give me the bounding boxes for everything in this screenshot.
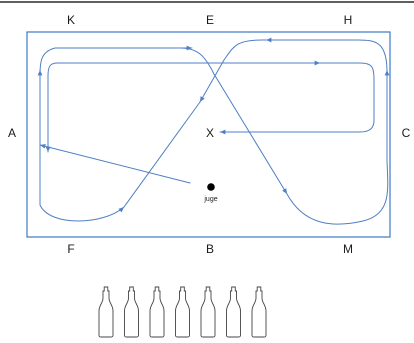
bottle bbox=[200, 286, 216, 338]
path-inner-loop-to-x bbox=[45, 62, 375, 153]
letter-h: H bbox=[344, 13, 353, 27]
bottle bbox=[251, 286, 267, 338]
letter-b: B bbox=[206, 242, 214, 256]
path-right-loop-to-f bbox=[199, 39, 389, 225]
judge-label: juge bbox=[203, 196, 217, 203]
letter-e: E bbox=[206, 13, 214, 27]
path-judge-to-a bbox=[39, 143, 191, 184]
letter-m: M bbox=[343, 242, 353, 256]
letter-k: K bbox=[67, 13, 75, 27]
path-diagonal-to-f bbox=[123, 101, 201, 208]
letter-a: A bbox=[8, 126, 16, 140]
bottle bbox=[175, 286, 190, 338]
bottle-row bbox=[98, 286, 267, 338]
bottle bbox=[98, 286, 114, 338]
letter-f: F bbox=[67, 242, 74, 256]
bottle bbox=[149, 286, 165, 338]
bottle bbox=[124, 286, 139, 338]
arena-border bbox=[26, 31, 391, 238]
judge-marker bbox=[207, 183, 215, 191]
letter-c: C bbox=[402, 126, 411, 140]
path-left-loop-to-m bbox=[39, 47, 288, 222]
letter-x: X bbox=[206, 126, 214, 140]
bottle bbox=[226, 286, 241, 338]
